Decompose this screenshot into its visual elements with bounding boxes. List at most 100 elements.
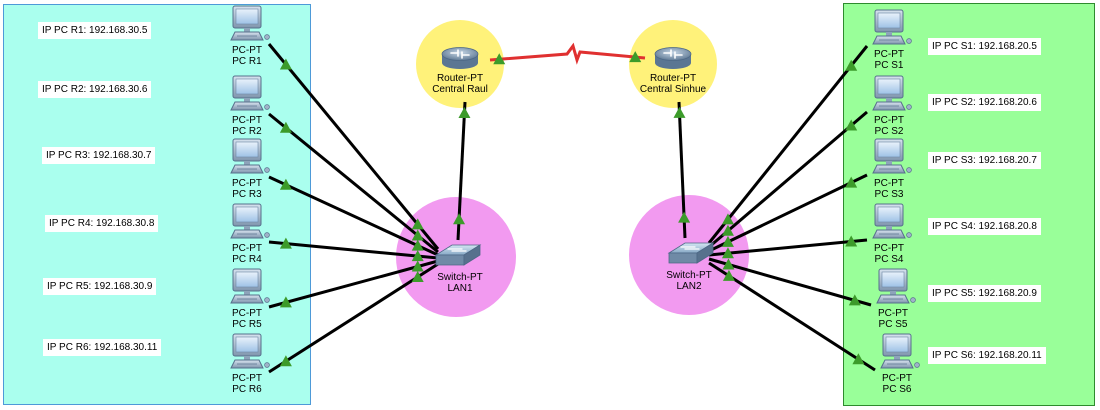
switch-icon-2[interactable] — [667, 242, 715, 264]
link-pc-r4[interactable] — [268, 240, 439, 260]
switch-label-1-type: Switch-PT — [437, 272, 483, 283]
link-pc-s3[interactable] — [708, 173, 868, 253]
router-icon-2[interactable] — [654, 47, 692, 70]
link-light-serial-1 — [493, 53, 506, 65]
pc-label-s1-type: PC-PT — [874, 49, 904, 60]
pc-label-s4-name: PC S4 — [874, 254, 904, 265]
pc-label-s4-type: PC-PT — [874, 243, 904, 254]
link-light-sw2-port1 — [721, 213, 734, 225]
pc-icon-s1[interactable] — [872, 9, 912, 45]
link-pc-s5[interactable] — [708, 257, 872, 307]
link-light-switch1-up — [453, 213, 466, 225]
pc-icon-r5[interactable] — [230, 268, 270, 304]
link-light-sw1-port2 — [411, 229, 424, 241]
link-light-switch2-up — [678, 211, 691, 223]
pc-icon-r2[interactable] — [230, 75, 270, 111]
ip-label-r5: IP PC R5: 192.168.30.9 — [43, 278, 157, 295]
switch-label-2-name: LAN2 — [676, 281, 702, 292]
link-light-sw2-port5 — [722, 258, 735, 270]
pc-label-r3-type: PC-PT — [232, 178, 262, 189]
link-light-pc-r5 — [279, 296, 292, 308]
link-light-pc-r1 — [279, 58, 292, 70]
link-light-sw1-port1 — [411, 218, 424, 230]
link-pc-r2[interactable] — [268, 112, 439, 254]
pc-label-r1-type: PC-PT — [232, 45, 262, 56]
link-pc-r6[interactable] — [268, 262, 439, 374]
pc-label-s5-type: PC-PT — [878, 308, 908, 319]
ip-label-r1: IP PC R1: 192.168.30.5 — [38, 22, 152, 39]
link-pc-s4[interactable] — [708, 238, 868, 257]
link-light-pc-s3 — [845, 176, 858, 188]
pc-label-r6-name: PC R6 — [232, 384, 262, 395]
router-label-1-type: Router-PT — [436, 73, 484, 84]
pc-label-s6-type: PC-PT — [882, 373, 912, 384]
link-light-pc-r6 — [279, 355, 292, 367]
pc-icon-s4[interactable] — [872, 203, 912, 239]
ip-label-s4: IP PC S4: 192.168.20.8 — [928, 218, 1041, 235]
pc-label-r6-type: PC-PT — [232, 373, 262, 384]
switch-icon-1[interactable] — [434, 244, 482, 266]
router-label-2-name: Central Sinhue — [639, 84, 707, 95]
pc-label-s1-name: PC S1 — [874, 60, 904, 71]
link-pc-r1[interactable] — [267, 43, 440, 250]
ip-label-s6: IP PC S6: 192.168.20.11 — [928, 347, 1046, 364]
link-light-router2 — [673, 106, 686, 118]
pc-label-r2-type: PC-PT — [232, 115, 262, 126]
link-light-router1 — [458, 107, 471, 119]
link-pc-r3[interactable] — [268, 175, 439, 257]
ip-label-r3: IP PC R3: 192.168.30.7 — [42, 147, 156, 164]
link-light-sw2-port2 — [721, 224, 734, 236]
pc-label-r2-name: PC R2 — [232, 126, 262, 137]
pc-label-s2-name: PC S2 — [874, 126, 904, 137]
link-light-sw2-port4 — [721, 247, 734, 259]
pc-icon-r6[interactable] — [230, 333, 270, 369]
pc-label-r4-name: PC R4 — [232, 254, 262, 265]
router-label-1-name: Central Raul — [432, 84, 488, 95]
link-light-sw1-port3 — [411, 239, 424, 251]
pc-icon-s6[interactable] — [880, 333, 920, 369]
ip-label-r2: IP PC R2: 192.168.30.6 — [38, 81, 152, 98]
router-label-2-type: Router-PT — [649, 73, 697, 84]
link-pc-r5[interactable] — [268, 259, 439, 309]
router-icon-1[interactable] — [441, 47, 479, 70]
pc-icon-s5[interactable] — [876, 268, 916, 304]
link-light-sw1-port5 — [411, 260, 424, 272]
link-light-pc-s4 — [845, 235, 858, 247]
link-light-sw1-port6 — [411, 270, 424, 282]
link-pc-s6[interactable] — [708, 261, 876, 372]
link-light-sw1-port4 — [411, 250, 424, 262]
pc-label-s5-name: PC S5 — [878, 319, 908, 330]
ip-label-s1: IP PC S1: 192.168.20.5 — [928, 38, 1041, 55]
link-light-pc-s1 — [845, 59, 858, 71]
ip-label-r6: IP PC R6: 192.168.30.11 — [43, 339, 162, 356]
ip-label-s3: IP PC S3: 192.168.20.7 — [928, 152, 1041, 169]
link-light-sw2-port3 — [721, 235, 734, 247]
link-pc-s1[interactable] — [707, 45, 869, 244]
pc-label-r5-name: PC R5 — [232, 319, 262, 330]
pc-icon-r1[interactable] — [230, 5, 270, 41]
pc-icon-r3[interactable] — [230, 138, 270, 174]
pc-label-s6-name: PC S6 — [882, 384, 912, 395]
link-pc-s2[interactable] — [708, 110, 868, 249]
switch-label-2-type: Switch-PT — [666, 270, 712, 281]
pc-icon-r4[interactable] — [230, 203, 270, 239]
pc-label-r1-name: PC R1 — [232, 56, 262, 67]
pc-icon-s2[interactable] — [872, 75, 912, 111]
pc-icon-s3[interactable] — [872, 138, 912, 174]
pc-label-r5-type: PC-PT — [232, 308, 262, 319]
switch-label-1-name: LAN1 — [447, 283, 473, 294]
serial-link-routers[interactable] — [489, 42, 646, 65]
